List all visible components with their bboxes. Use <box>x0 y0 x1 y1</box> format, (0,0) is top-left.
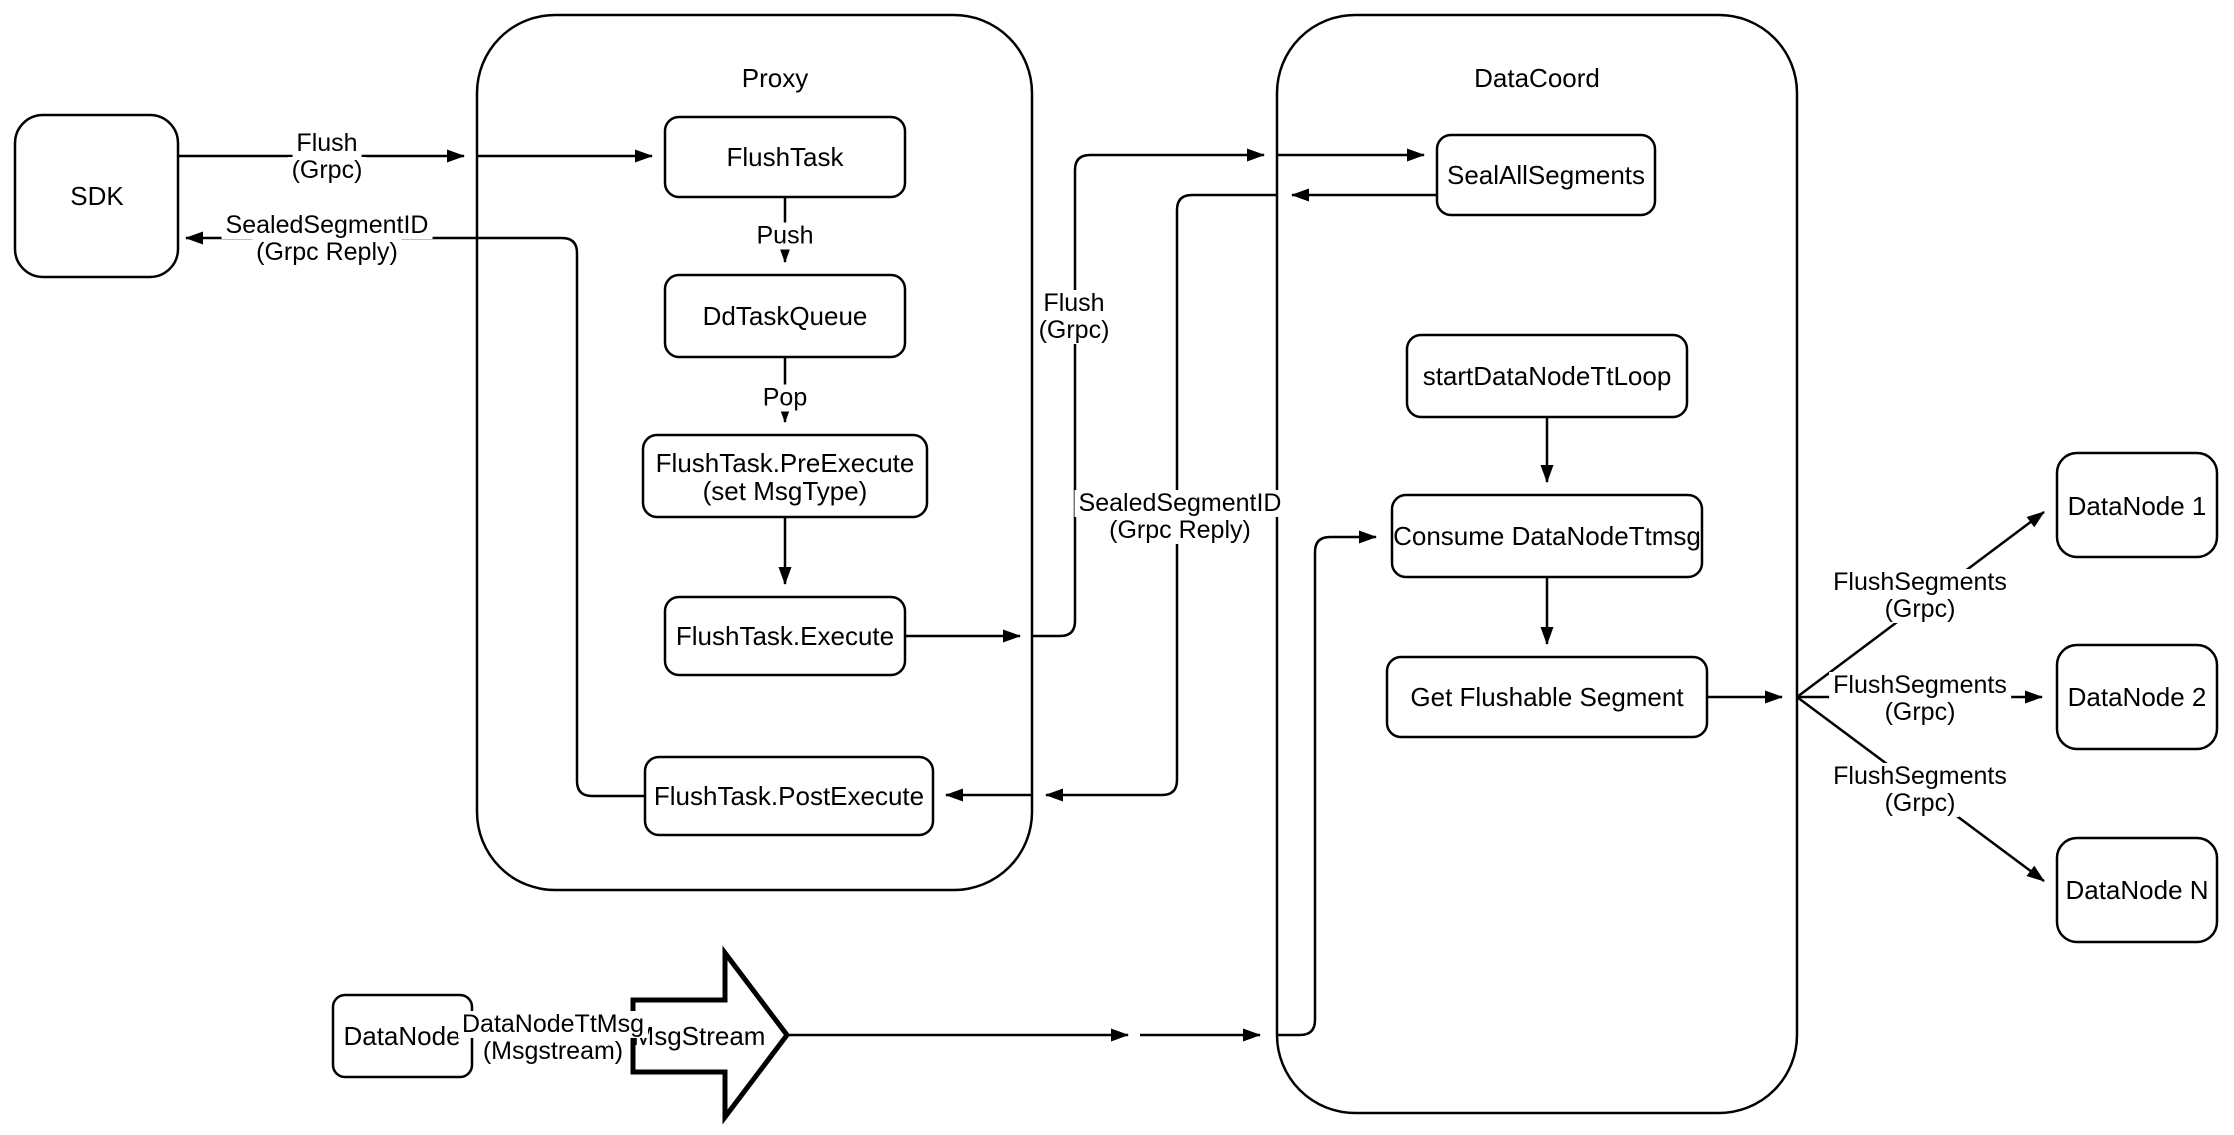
edge-flushsegments-to-datanoden <box>1796 695 2045 883</box>
node-consumedatanodettmsg-box <box>1390 493 1704 579</box>
node-postexecute-box <box>643 755 935 837</box>
node-sealallsegments-box <box>1435 133 1657 217</box>
node-datanode2-box <box>2055 643 2219 751</box>
msgstream-block-arrow-shape <box>630 945 791 1125</box>
node-flushtask-box <box>663 115 907 199</box>
node-preexecute-box <box>641 433 929 519</box>
node-datanode-box <box>331 993 474 1079</box>
node-ddtaskqueue-box <box>663 273 907 359</box>
node-startdatanodettloop-box <box>1405 333 1689 419</box>
node-datanoden-box <box>2055 836 2219 944</box>
edge-sealed-down-to-proxyedge <box>1045 193 1277 802</box>
edge-flush-up-to-datacoord <box>1032 148 1265 638</box>
node-getflushablesegment-box <box>1385 655 1709 739</box>
node-datanode1-box <box>2055 451 2219 559</box>
edge-msgstream-up-to-consume <box>1277 530 1377 1037</box>
node-execute-box <box>663 595 907 677</box>
node-sdk-box <box>13 113 180 279</box>
edge-flushsegments-to-datanode1 <box>1796 510 2045 699</box>
edge-postexecute-to-sdk <box>185 231 645 798</box>
